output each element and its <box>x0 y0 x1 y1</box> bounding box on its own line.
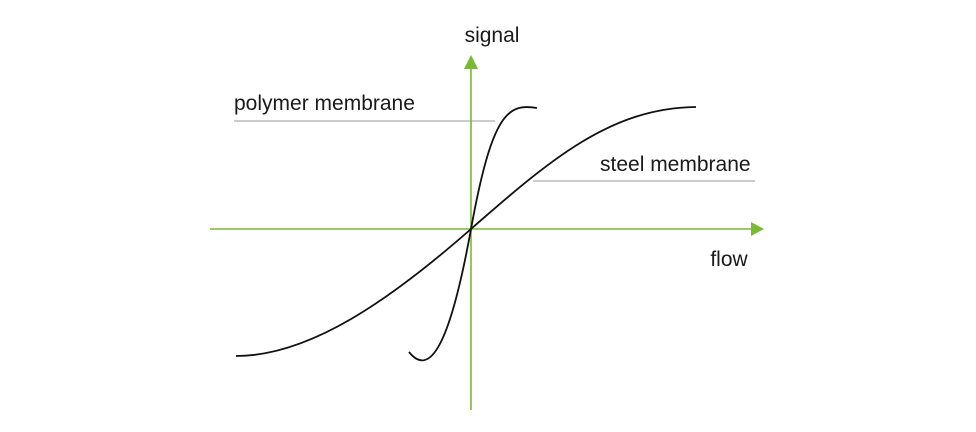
polymer-membrane-curve <box>408 106 538 362</box>
y-axis-label: signal <box>465 24 520 47</box>
axes <box>210 55 764 410</box>
x-axis-arrow <box>751 222 764 236</box>
x-axis-label: flow <box>710 248 748 271</box>
steel-membrane-curve <box>235 106 697 357</box>
y-axis-arrow <box>464 55 478 69</box>
steel-membrane-label: steel membrane <box>600 153 751 176</box>
polymer-membrane-label: polymer membrane <box>234 92 415 115</box>
